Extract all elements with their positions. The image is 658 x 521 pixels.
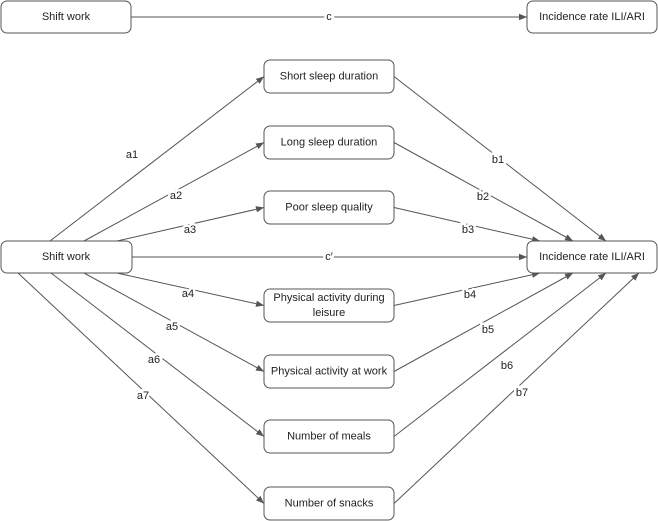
path-b4-arrow (393, 271, 541, 306)
mediator-label: Physical activity during (273, 292, 384, 304)
mediator-node: Number of meals (263, 419, 395, 454)
path-a7-label: a7 (137, 390, 149, 402)
path-a4-arrow (116, 272, 265, 307)
mediator-node: Long sleep duration (263, 125, 395, 160)
mediator-label: Physical activity at work (271, 365, 388, 377)
path-c-prime-label: c′ (325, 251, 333, 263)
path-b5-label: b5 (482, 324, 494, 336)
mediator-label: Short sleep duration (280, 70, 378, 82)
total-outcome-label: Incidence rate ILI/ARI (539, 11, 645, 23)
path-b2-arrow (393, 142, 574, 242)
path-b1-label: b1 (492, 154, 504, 166)
mediator-node: Number of snacks (263, 486, 395, 521)
path-b4-label: b4 (464, 289, 476, 301)
path-c-label: c (326, 11, 332, 23)
path-b7-label: b7 (516, 387, 528, 399)
path-a4-label: a4 (182, 288, 194, 300)
mediator-node: Physical activity at work (263, 354, 395, 389)
mediator-label: Number of meals (287, 430, 371, 442)
exposure-node: Shift work (0, 240, 133, 274)
mediator-label: Long sleep duration (281, 136, 378, 148)
path-b2-label: b2 (477, 191, 489, 203)
path-a7-arrow (17, 272, 265, 504)
path-a2-arrow (83, 142, 265, 242)
path-b3-label: b3 (462, 224, 474, 236)
mediator-node: Poor sleep quality (263, 190, 395, 225)
path-b3-arrow (393, 207, 541, 243)
path-a5-label: a5 (166, 321, 178, 333)
exposure-label: Shift work (42, 251, 91, 263)
mediator-label: Poor sleep quality (285, 201, 373, 213)
mediator-node: Short sleep duration (263, 59, 395, 94)
total-exposure-node: Shift work (0, 0, 132, 34)
path-a5-arrow (83, 272, 265, 372)
path-b5-arrow (393, 272, 574, 372)
path-b7-arrow (393, 272, 640, 504)
total-outcome-node: Incidence rate ILI/ARI (526, 0, 658, 34)
mediator-node: Physical activity during leisure (263, 288, 395, 323)
path-a3-arrow (116, 206, 265, 242)
path-a6-arrow (50, 272, 265, 437)
path-a3-label: a3 (184, 224, 196, 236)
path-b6-label: b6 (501, 360, 513, 372)
outcome-label: Incidence rate ILI/ARI (539, 251, 645, 263)
path-a6-label: a6 (148, 354, 160, 366)
total-exposure-label: Shift work (42, 11, 91, 23)
path-b6-arrow (393, 272, 607, 437)
path-b1-arrow (393, 76, 607, 242)
mediator-label: leisure (313, 307, 345, 319)
path-a1-arrow (49, 76, 265, 242)
outcome-node: Incidence rate ILI/ARI (526, 240, 658, 274)
path-a1-label: a1 (126, 149, 138, 161)
mediator-label: Number of snacks (285, 497, 374, 509)
path-a2-label: a2 (170, 190, 182, 202)
